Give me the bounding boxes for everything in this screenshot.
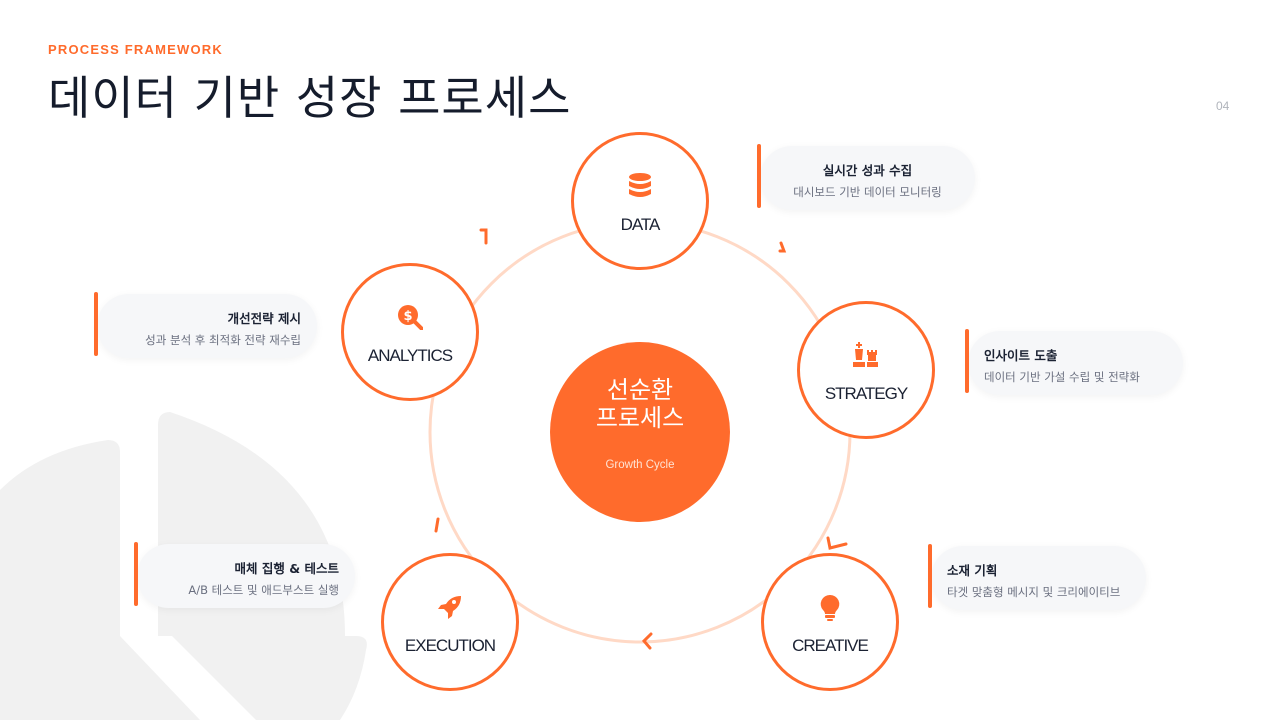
arrow-mark <box>434 517 440 533</box>
card-execution: 매체 집행 & 테스트 A/B 테스트 및 애드부스트 실행 <box>134 542 355 608</box>
card-analytics: 개선전략 제시 성과 분석 후 최적화 전략 재수립 <box>94 292 317 358</box>
svg-text:$: $ <box>403 309 412 324</box>
arrow-mark <box>641 632 653 650</box>
card-description: 데이터 기반 가설 수립 및 전략화 <box>984 370 1140 384</box>
node-execution: EXECUTION <box>381 553 519 691</box>
accent-bar <box>134 542 138 606</box>
center-subtitle: Growth Cycle <box>605 459 675 471</box>
accent-bar <box>965 329 969 393</box>
node-label: DATA <box>620 215 661 234</box>
center-hub: 선순환 프로세스 Growth Cycle <box>550 342 730 522</box>
node-analytics: $ ANALYTICS <box>341 263 479 401</box>
rocket-icon <box>384 594 516 622</box>
node-strategy: STRATEGY <box>797 301 935 439</box>
node-label: EXECUTION <box>404 636 496 655</box>
eyebrow-label: PROCESS FRAMEWORK <box>48 42 223 57</box>
accent-bar <box>928 544 932 608</box>
node-creative: CREATIVE <box>761 553 899 691</box>
accent-bar <box>94 292 98 356</box>
page-title: 데이터 기반 성장 프로세스 <box>48 71 572 125</box>
cycle-arrows <box>434 228 848 650</box>
node-label: CREATIVE <box>792 636 869 655</box>
arrow-mark <box>826 536 848 550</box>
lightbulb-icon <box>764 594 896 622</box>
node-label: ANALYTICS <box>367 346 453 365</box>
node-data: DATA <box>571 132 709 270</box>
search-dollar-icon: $ <box>344 304 476 332</box>
database-icon <box>574 173 706 201</box>
card-title: 실시간 성과 수집 <box>822 163 913 178</box>
card-title: 매체 집행 & 테스트 <box>234 561 339 576</box>
page-number: 04 <box>1216 99 1230 113</box>
card-title: 개선전략 제시 <box>227 311 301 326</box>
card-title: 소재 기획 <box>947 563 998 578</box>
node-label: STRATEGY <box>824 384 908 403</box>
card-description: 타겟 맞춤형 메시지 및 크리에이티브 <box>947 585 1121 599</box>
arrow-mark <box>778 241 787 253</box>
card-data: 실시간 성과 수집 대시보드 기반 데이터 모니터링 <box>757 144 975 210</box>
arrow-mark <box>479 228 488 245</box>
chess-icon <box>800 342 932 370</box>
card-title: 인사이트 도출 <box>984 348 1058 363</box>
card-creative: 소재 기획 타겟 맞춤형 메시지 및 크리에이티브 <box>928 544 1146 610</box>
card-description: A/B 테스트 및 애드부스트 실행 <box>188 583 339 597</box>
card-description: 성과 분석 후 최적화 전략 재수립 <box>145 333 301 347</box>
card-strategy: 인사이트 도출 데이터 기반 가설 수립 및 전략화 <box>965 329 1183 395</box>
center-title: 선순환 프로세스 <box>595 376 685 432</box>
accent-bar <box>757 144 761 208</box>
card-description: 대시보드 기반 데이터 모니터링 <box>793 185 942 199</box>
